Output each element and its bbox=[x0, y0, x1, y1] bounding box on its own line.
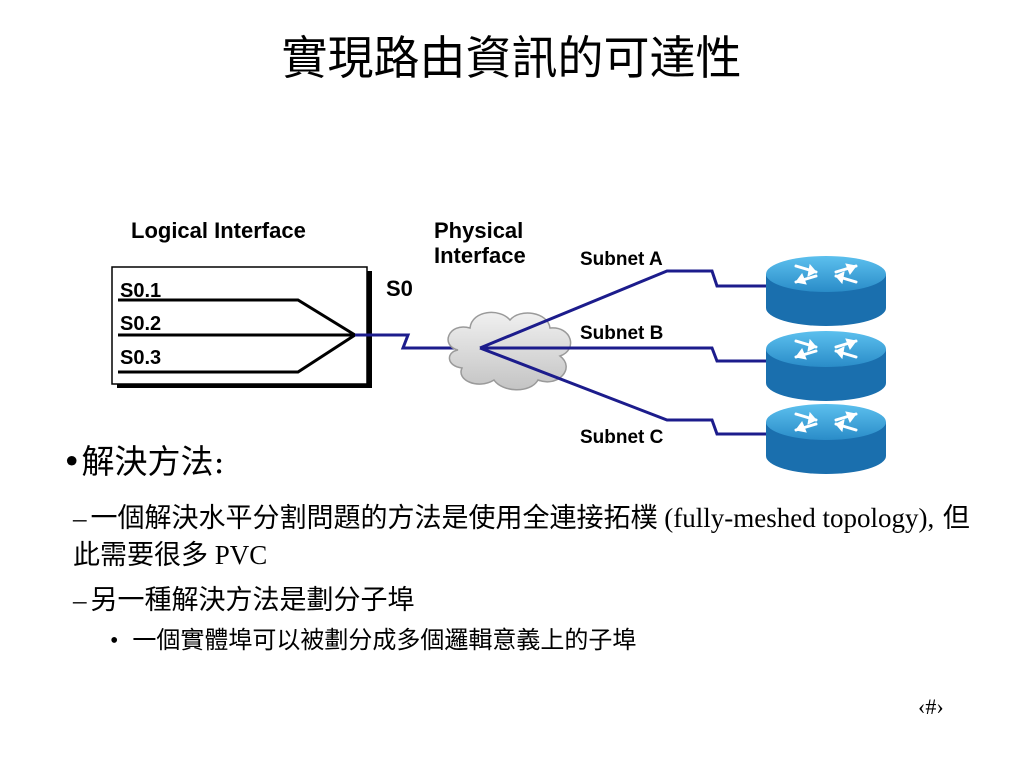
subnet-label: Subnet A bbox=[580, 249, 663, 270]
bullet-level2: –另一種解決方法是劃分子埠 bbox=[73, 582, 415, 619]
logical-interface-label: Logical Interface bbox=[131, 218, 306, 243]
logical-interface-box bbox=[111, 266, 368, 385]
page-number: ‹#› bbox=[918, 694, 944, 719]
subinterface-label: S0.3 bbox=[120, 347, 161, 369]
subinterface-label: S0.1 bbox=[120, 280, 161, 302]
bullet-text: 解決方法: bbox=[81, 442, 225, 481]
subinterface-lines bbox=[118, 298, 356, 374]
bullet-level1: •解決方法: bbox=[62, 442, 225, 482]
bullet-level2: –一個解決水平分割問題的方法是使用全連接拓樸 (fully-meshed top… bbox=[73, 500, 973, 574]
dash-marker: – bbox=[73, 585, 87, 615]
bullet-text-latin: (fully-meshed topology), bbox=[657, 503, 935, 533]
dash-marker: – bbox=[73, 503, 87, 533]
bullet-text-latin: PVC bbox=[208, 540, 268, 570]
bullet-marker: • bbox=[62, 442, 82, 481]
pvc-links bbox=[479, 269, 766, 436]
bullet-text: 一個實體埠可以被劃分成多個邏輯意義上的子埠 bbox=[132, 626, 637, 654]
physical-port-label: S0 bbox=[386, 276, 413, 301]
bullet-text: 另一種解決方法是劃分子埠 bbox=[90, 585, 415, 616]
physical-interface-label-line1: Physical bbox=[434, 218, 523, 243]
bullet-text-cjk: 但此需要很多 bbox=[73, 503, 970, 571]
subnet-label: Subnet C bbox=[580, 427, 664, 448]
bullet-level3: • 一個實體埠可以被劃分成多個邏輯意義上的子埠 bbox=[110, 624, 636, 657]
slide-title: 實現路由資訊的可達性 bbox=[281, 31, 742, 85]
physical-interface-label-line2: Interface bbox=[434, 243, 526, 268]
subnet-label: Subnet B bbox=[580, 323, 663, 344]
subinterface-label: S0.2 bbox=[120, 313, 161, 335]
bullet-text-cjk: 一個解決水平分割問題的方法是使用全連接拓樸 bbox=[90, 503, 658, 534]
bullet-marker: • bbox=[110, 628, 119, 654]
serial-link bbox=[355, 333, 470, 350]
